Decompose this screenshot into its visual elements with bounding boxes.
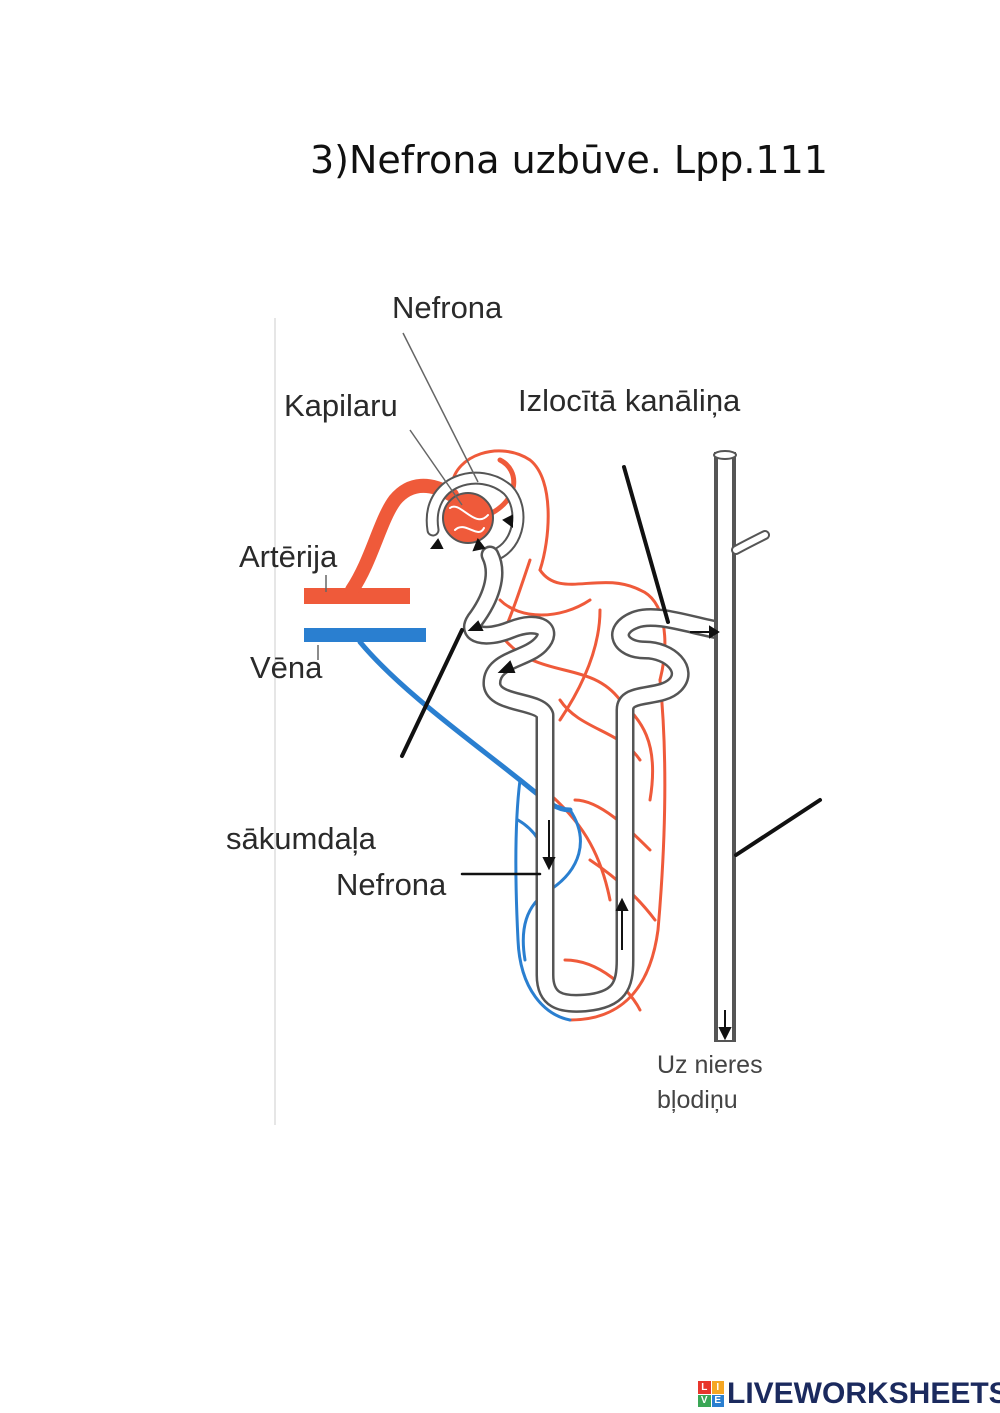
efferent-arteriole [485, 457, 517, 518]
glomerulus-lines [449, 505, 489, 533]
brand-logo-icon: L I V E [698, 1381, 724, 1407]
flow-arrows [430, 514, 732, 1041]
arrow-tubule-2 [497, 660, 516, 673]
arrow-asc-head [615, 897, 629, 911]
label-nefrona-top: Nefrona [392, 290, 503, 325]
leader-kapilaru [409, 429, 463, 506]
collecting-duct-branch-fill [733, 532, 768, 553]
brand-text: LIVEWORKSHEETS [727, 1377, 1000, 1410]
artery-bar [304, 588, 410, 604]
arrow-desc-head [542, 857, 556, 871]
vein-bar [304, 628, 426, 642]
label-vena: Vēna [250, 650, 323, 685]
answer-lines [400, 465, 822, 876]
answer-line-left[interactable] [400, 628, 464, 758]
arrow-duct-down-head [718, 1027, 732, 1041]
capillary-1 [538, 568, 667, 682]
label-blodinu: bļodiņu [657, 1086, 738, 1114]
capsule-red-arc [450, 449, 550, 572]
arrow-tubule-1 [467, 620, 484, 631]
liveworksheets-brand: L I V E LIVEWORKSHEETS [698, 1377, 1000, 1410]
capillary-7 [543, 788, 612, 902]
label-izlocita: Izlocītā kanāliņa [518, 383, 741, 418]
collecting-duct-fill [718, 454, 732, 1040]
nephron-tubule [425, 450, 770, 1042]
bowman-capsule-inner [427, 473, 523, 560]
tubule-fill [465, 548, 725, 1011]
label-sakumdala: sākumdaļa [226, 821, 377, 856]
vein-vessels [304, 628, 582, 1022]
arrow-capsule-1 [430, 538, 444, 549]
capillary-2 [498, 598, 592, 617]
collecting-duct-top [713, 450, 737, 460]
arrow-duct-in-head [709, 625, 720, 639]
brand-logo-i: I [711, 1381, 724, 1394]
capillary-6 [568, 678, 667, 1022]
label-arterija: Artērija [239, 539, 338, 574]
brand-logo-e: E [711, 1394, 724, 1407]
capillary-5 [558, 608, 602, 722]
leader-nefrona-top [402, 332, 479, 483]
label-uz-nieres: Uz nieres [657, 1051, 763, 1079]
afferent-arteriole [345, 478, 459, 597]
vein-branch-1 [514, 778, 572, 1022]
arrow-capsule-3 [502, 514, 513, 528]
capillary-10 [563, 958, 642, 1012]
page-title: 3)Nefrona uzbūve. Lpp.111 [310, 138, 828, 182]
capillary-8 [573, 798, 652, 852]
brand-logo-v: V [698, 1394, 711, 1407]
label-kapilaru: Kapilaru [284, 388, 398, 423]
leader-lines [317, 332, 479, 660]
arrow-capsule-2 [472, 537, 486, 552]
brand-logo-l: L [698, 1381, 711, 1394]
label-nefrona-bottom: Nefrona [336, 867, 447, 902]
answer-line-izlocita[interactable] [622, 465, 670, 624]
answer-line-duct[interactable] [734, 798, 822, 857]
